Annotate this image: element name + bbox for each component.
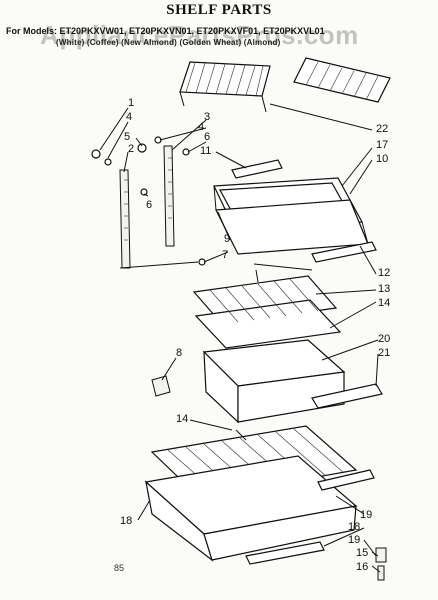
callout-10: 10	[376, 153, 388, 165]
bracket-8	[151, 375, 171, 397]
callout-15: 15	[356, 547, 368, 559]
page-title: SHELF PARTS	[166, 2, 272, 18]
callout-3: 3	[204, 111, 210, 123]
callout-4-right: 4	[198, 121, 204, 133]
lower-drawers-18	[144, 425, 375, 565]
callout-14: 14	[378, 297, 390, 309]
ice-tray	[293, 57, 391, 103]
callout-6: 6	[146, 199, 152, 211]
callout-8: 8	[176, 347, 182, 359]
callout-17: 17	[376, 139, 388, 151]
callout-22: 22	[376, 123, 388, 135]
callout-13: 13	[378, 283, 390, 295]
callout-2: 2	[128, 143, 134, 155]
callout-14-lower: 14	[176, 413, 188, 425]
callout-18-right: 18	[348, 521, 360, 533]
callout-19: 19	[360, 509, 372, 521]
callout-18: 18	[120, 515, 132, 527]
callout-21: 21	[378, 347, 390, 359]
model-list: For Models: ET20PKXVW01, ET20PKXVN01, ET…	[6, 26, 325, 36]
color-list: (White) (Coffee) (New Almond) (Golden Wh…	[56, 38, 281, 47]
callout-7: 7	[222, 249, 228, 261]
slide-shelf-13-14	[192, 263, 342, 349]
glass-shelf-10	[213, 177, 369, 255]
callout-labels: 1 4 5 2 6 3 4 6 11 9 7 22 17 10 12 13 14…	[120, 97, 390, 573]
callout-1: 1	[128, 97, 134, 109]
crisper-pan-20	[202, 339, 383, 424]
leader-lines	[99, 103, 381, 573]
wire-rack-22	[179, 61, 271, 113]
callout-6-right: 6	[204, 131, 210, 143]
callout-16: 16	[356, 561, 368, 573]
callout-20: 20	[378, 333, 390, 345]
callout-11: 11	[200, 145, 211, 157]
callout-9: 9	[224, 233, 230, 245]
callout-19-right: 19	[348, 534, 360, 546]
callout-12: 12	[378, 267, 390, 279]
watermark: AppliancePartsPros.com	[40, 20, 359, 50]
page-number: 85	[114, 563, 125, 573]
shelf-supports	[91, 136, 206, 269]
callout-5: 5	[124, 131, 130, 143]
callout-4: 4	[126, 111, 132, 123]
clips-15-16	[375, 547, 387, 581]
